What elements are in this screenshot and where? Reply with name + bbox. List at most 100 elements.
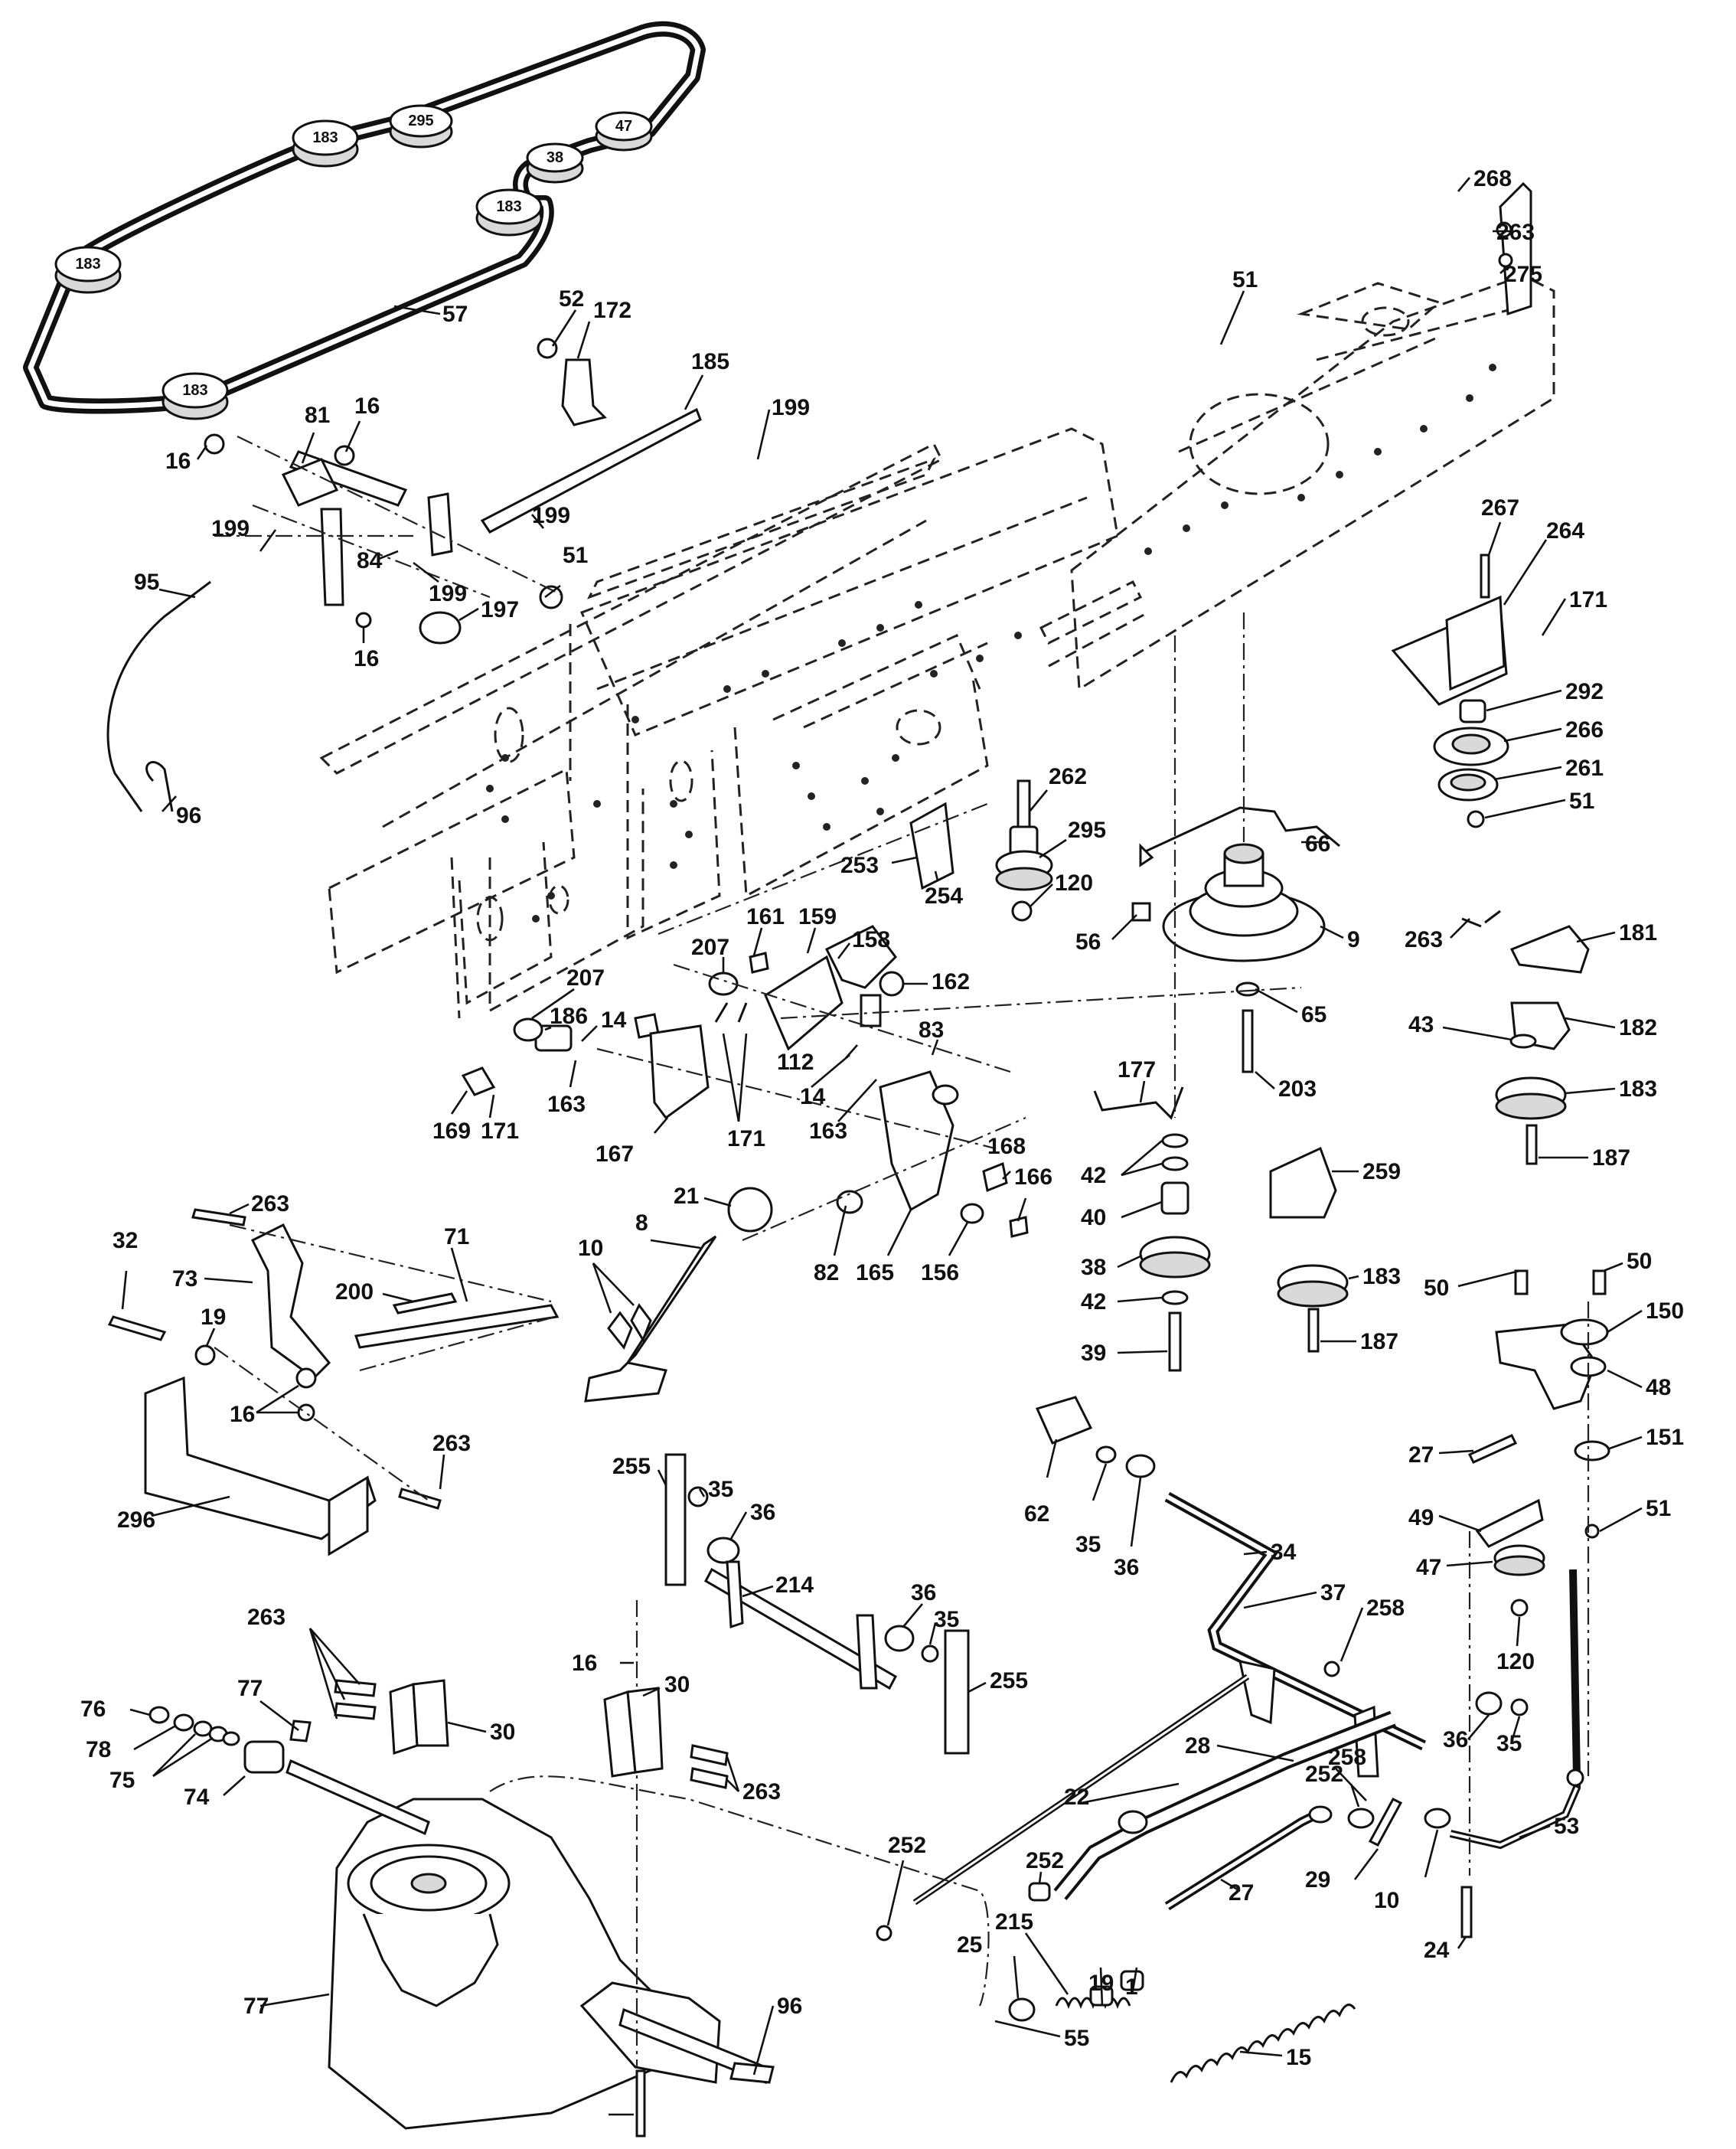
callout-label: 24 [1424,1938,1450,1963]
callout-label: 50 [1627,1249,1652,1274]
callout-label: 261 [1565,756,1604,781]
callout-label: 263 [247,1605,286,1630]
callout-label: 51 [563,543,588,568]
parts [106,181,1610,2138]
belt-pulley-183-right: 183 [475,188,543,237]
belt-pulley-label: 183 [312,129,338,146]
callout-label: 120 [1496,1649,1535,1674]
callout-label: 263 [742,1779,781,1804]
callout-label: 168 [987,1134,1026,1159]
callout-label: 159 [798,904,837,929]
callout-label: 296 [117,1507,155,1533]
callout-label: 36 [911,1580,936,1605]
callout-label: 56 [1075,929,1101,955]
callout-label: 32 [113,1228,138,1253]
callout-label: 183 [1362,1264,1401,1289]
callout-label: 163 [547,1092,586,1117]
callout-label: 10 [1374,1888,1399,1913]
callout-label: 77 [243,1994,269,2019]
belt-pulley-183-bottom: 183 [162,372,229,420]
callout-label: 37 [1320,1580,1346,1605]
callout-label: 162 [932,969,970,994]
callout-label: 53 [1554,1814,1579,1839]
callout-label: 203 [1278,1076,1317,1102]
callout-label: 77 [237,1676,263,1701]
callout-label: 21 [674,1184,699,1209]
callout-label: 171 [1569,587,1607,612]
callout-label: 163 [809,1119,847,1144]
callout-label: 95 [134,570,159,595]
callout-label: 16 [165,449,191,474]
callout-label: 35 [708,1477,733,1502]
callout-label: 177 [1118,1057,1156,1083]
callout-label: 65 [1301,1002,1326,1027]
callout-label: 16 [230,1402,255,1427]
callout-label: 263 [251,1191,289,1217]
callout-label: 156 [921,1260,959,1285]
callout-label: 35 [934,1607,959,1632]
callout-label: 66 [1305,831,1330,857]
callout-label: 263 [1405,927,1443,952]
callout-label: 262 [1049,764,1087,789]
callout-label: 165 [856,1260,894,1285]
callout-label: 36 [1114,1555,1139,1580]
callout-label: 172 [593,298,631,323]
callout-label: 82 [814,1260,839,1285]
callout-label: 36 [750,1500,775,1525]
callout-label: 96 [777,1994,802,2019]
callout-label: 27 [1408,1442,1434,1468]
callout-label: 112 [777,1050,814,1075]
callout-label: 207 [566,965,605,991]
callout-label: 83 [919,1017,944,1043]
callout-label: 253 [840,853,879,878]
callout-label: 199 [429,581,467,606]
callout-label: 169 [432,1119,471,1144]
callout-label: 264 [1546,518,1584,544]
callout-label: 292 [1565,679,1604,704]
callout-label: 258 [1328,1745,1366,1770]
belt-pulley-label: 183 [496,198,521,215]
callout-label: 28 [1185,1733,1210,1759]
callout-label: 199 [772,395,810,420]
callout-label: 73 [172,1266,197,1292]
belt-pulley-label: 38 [547,149,563,166]
callout-label: 150 [1646,1298,1684,1324]
callout-label: 14 [601,1008,627,1033]
callout-label: 267 [1481,495,1519,521]
callout-label: 181 [1619,920,1657,945]
callout-label: 25 [957,1932,982,1958]
callout-label: 19 [201,1305,226,1330]
callout-label: 16 [354,394,380,419]
callout-label: 38 [1081,1255,1106,1280]
callout-label: 51 [1646,1496,1671,1521]
callout-label: 15 [1286,2045,1311,2070]
callout-label: 43 [1408,1012,1434,1037]
callout-label: 1 [1125,1974,1138,2000]
callout-label: 183 [1619,1076,1657,1102]
callout-label: 19 [1088,1971,1114,1996]
callout-label: 167 [596,1141,634,1167]
callout-label: 252 [1305,1762,1343,1787]
callout-label: 187 [1360,1329,1398,1354]
callout-label: 47 [1416,1555,1441,1580]
callout-label: 34 [1271,1540,1297,1565]
callout-label: 255 [990,1668,1028,1693]
callout-label: 42 [1081,1163,1106,1188]
callout-label: 8 [635,1210,648,1236]
callout-label: 35 [1496,1731,1522,1756]
callout-label: 42 [1081,1289,1106,1315]
callout-label: 27 [1229,1880,1254,1906]
belt-pulley-183-left: 183 [54,246,122,294]
callout-label: 268 [1473,166,1512,191]
callout-label: 96 [176,803,201,828]
callout-label: 197 [481,597,519,622]
callout-label: 182 [1619,1015,1657,1040]
callout-label: 200 [335,1279,374,1305]
callout-label: 266 [1565,717,1604,743]
callout-label: 22 [1064,1785,1089,1810]
callout-label: 10 [578,1236,603,1261]
callout-label: 48 [1646,1375,1671,1400]
callout-label: 57 [442,302,468,327]
callout-label: 74 [184,1785,210,1810]
callout-label: 259 [1362,1159,1401,1184]
